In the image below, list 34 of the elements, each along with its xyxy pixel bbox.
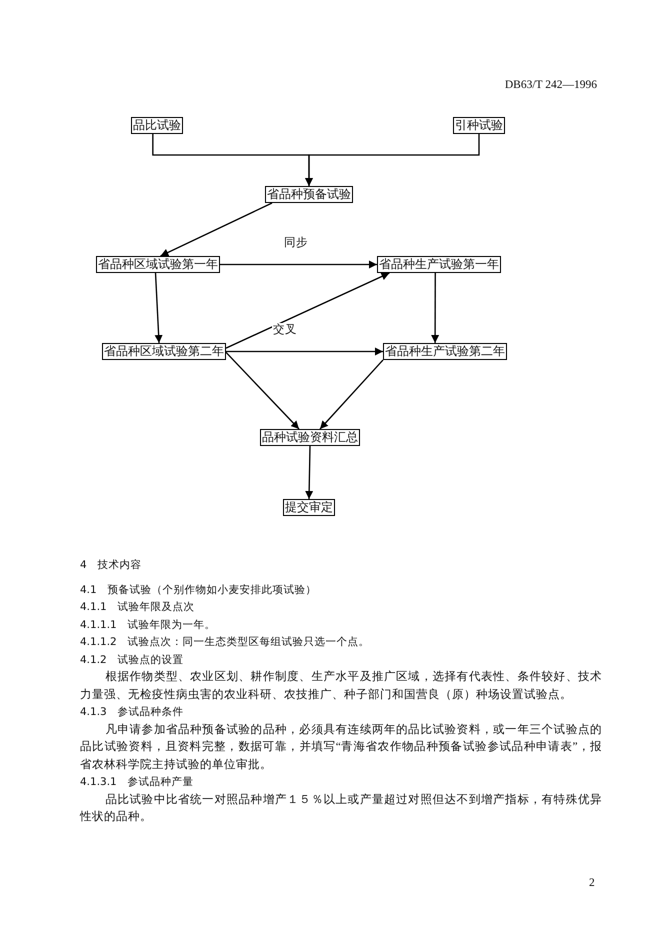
process-box: 省品种生产试验第二年 — [383, 343, 507, 360]
process-box: 品种试验资料汇总 — [260, 429, 360, 446]
section-heading: 4 技术内容 — [80, 558, 143, 573]
section-heading: 4.1.2 试验点的设置 — [80, 652, 185, 668]
arrow — [305, 134, 480, 186]
arrow — [320, 360, 384, 430]
document-code: DB63/T 242—1996 — [504, 78, 597, 93]
numbered-clause: 4.1.1.2 试验点次：同一生态类型区每组试验只选一个点。 — [80, 635, 371, 650]
arrow — [226, 348, 383, 356]
process-box: 省品种预备试验 — [265, 186, 353, 203]
section-heading: 4.1 预备试验（个别作物如小麦安排此项试验） — [80, 582, 318, 598]
section-heading: 4.1.3.1 参试品种产量 — [80, 775, 195, 790]
edge-label: 同步 — [283, 236, 309, 250]
arrow — [220, 260, 377, 268]
arrow — [226, 352, 300, 430]
process-box: 省品种区域试验第二年 — [102, 343, 226, 360]
arrow — [154, 272, 163, 344]
page-number: 2 — [589, 876, 595, 891]
process-box: 提交审定 — [283, 499, 335, 516]
process-box: 省品种生产试验第一年 — [377, 256, 501, 273]
paragraph: 凡申请参加省品种预备试验的品种，必须具有连续两年的品比试验资料，或一年三个试验点的品比试验资料，且资料完整，数据可靠，并填写“青海省农作物品种预备试验参试品种申请表”，报省农林科学院主持试验的单位审批。 — [80, 722, 602, 772]
arrow — [226, 272, 390, 349]
paragraph: 品比试验中比省统一对照品种增产１５％以上或产量超过对照但达不到增产指标，有特殊优异性状的品种。 — [80, 792, 602, 825]
arrow — [160, 202, 272, 257]
numbered-clause: 4.1.1.1 试验年限为一年。 — [80, 618, 217, 632]
edge-label: 交叉 — [272, 323, 298, 337]
section-heading: 4.1.1 试验年限及点次 — [80, 600, 196, 615]
process-box: 省品种区域试验第一年 — [96, 256, 220, 273]
paragraph: 根据作物类型、农业区划、耕作制度、生产水平及推广区域，选择有代表性、条件较好、技术力量强、无检疫性病虫害的农业科研、农技推广、种子部门和国营良（原）种场设置试验点。 — [80, 669, 602, 702]
process-box: 品比试验 — [131, 117, 183, 134]
section-heading: 4.1.3 参试品种条件 — [80, 705, 185, 720]
process-box: 引种试验 — [453, 117, 505, 134]
arrow — [305, 446, 314, 500]
arrow — [431, 273, 440, 343]
